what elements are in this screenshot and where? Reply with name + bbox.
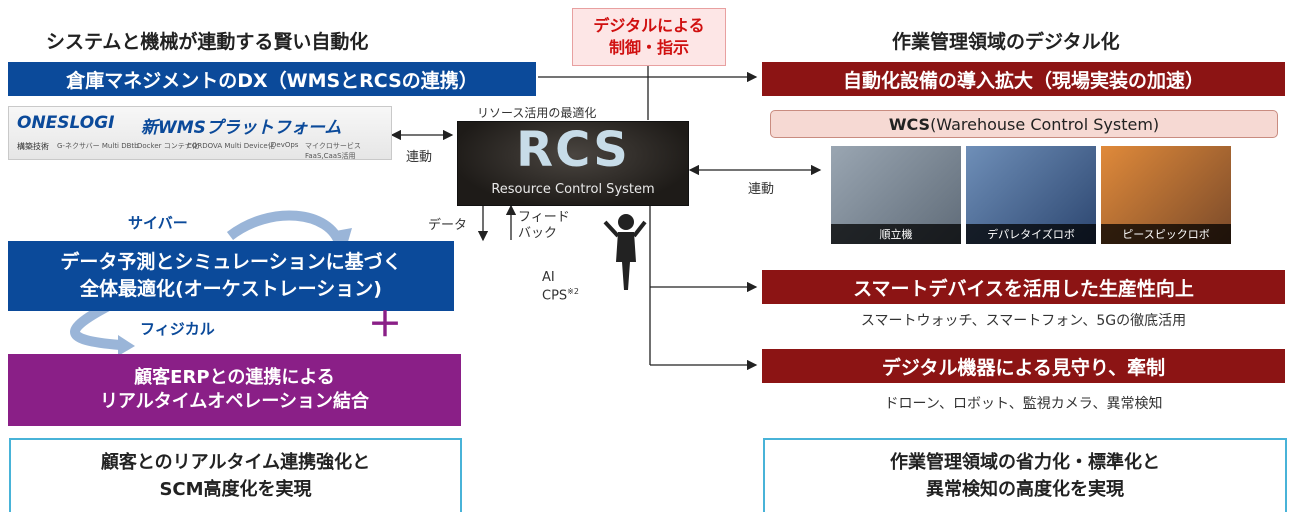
photo-depalletizing-robot: デパレタイズロボ: [966, 146, 1096, 244]
link-label-rcs-wcs: 連動: [748, 182, 775, 197]
digital-line2: 制御・指示: [608, 38, 689, 57]
platform-title: 新WMSプラットフォーム: [141, 118, 342, 138]
erp-line1: 顧客ERPとの連携による: [134, 366, 335, 388]
wcs-full: (Warehouse Control System): [930, 114, 1160, 134]
physical-label: フィジカル: [140, 320, 215, 338]
automation-bar: 自動化設備の導入拡大（現場実装の加速）: [762, 62, 1285, 96]
feedback-line1: フィード: [518, 210, 570, 225]
feedback-line2: バック: [518, 225, 558, 241]
rcs-title: RCS: [516, 122, 630, 178]
left-result-line2: SCM高度化を実現: [159, 479, 312, 500]
erp-line2: リアルタイムオペレーション結合: [99, 391, 370, 412]
monitoring-bar: デジタル機器による見守り、牽制: [762, 349, 1285, 383]
smart-device-sub: スマートウォッチ、スマートフォン、5Gの徹底活用: [860, 313, 1187, 329]
oneslogi-logo: ONESLOGI: [17, 113, 115, 133]
right-heading: 作業管理領域のデジタル化: [892, 31, 1120, 53]
smart-device-bar: スマートデバイスを活用した生産性向上: [762, 270, 1285, 304]
wms-platform-banner: ONESLOGI 新WMSプラットフォーム 構築技術 G-ネクサバー Multi…: [8, 106, 392, 160]
left-result-box: 顧客とのリアルタイム連携強化と SCM高度化を実現: [9, 438, 462, 512]
cps-label: CPS: [542, 288, 568, 304]
cyber-label: サイバー: [128, 214, 188, 232]
rcs-box: RCS Resource Control System: [457, 121, 689, 206]
right-result-line1: 作業管理領域の省力化・標準化と: [890, 452, 1160, 473]
cps-note: ※2: [567, 286, 579, 296]
erp-integration-bar: 顧客ERPとの連携による リアルタイムオペレーション結合: [8, 354, 461, 426]
stack-item: DevOps: [271, 141, 299, 149]
ai-label: AI: [542, 270, 555, 285]
photo-caption: ピースピックロボ: [1101, 224, 1231, 244]
optimization-bar: データ予測とシミュレーションに基づく 全体最適化(オーケストレーション): [8, 241, 454, 311]
wms-dx-bar: 倉庫マネジメントのDX（WMSとRCSの連携）: [8, 62, 536, 96]
photo-caption: デパレタイズロボ: [966, 224, 1096, 244]
digital-control-box: デジタルによる 制御・指示: [572, 8, 726, 66]
optimization-line2: 全体最適化(オーケストレーション): [80, 278, 382, 300]
photo-sequencer: 順立機: [831, 146, 961, 244]
photo-piece-picking-robot: ピースピックロボ: [1101, 146, 1231, 244]
left-result-line1: 顧客とのリアルタイム連携強化と: [100, 452, 371, 473]
link-label-wms-rcs: 連動: [406, 150, 433, 165]
rcs-subtitle: Resource Control System: [491, 182, 655, 197]
left-heading: システムと機械が連動する賢い自動化: [46, 31, 369, 53]
digital-line1: デジタルによる: [593, 16, 705, 36]
right-result-box: 作業管理領域の省力化・標準化と 異常検知の高度化を実現: [763, 438, 1287, 512]
resource-optimization-label: リソース活用の最適化: [477, 106, 597, 120]
stack-label: 構築技術: [17, 142, 49, 151]
plus-icon: ＋: [368, 305, 402, 345]
photo-caption: 順立機: [831, 224, 961, 244]
ai-cps-label: AI CPS※2: [542, 270, 579, 305]
stack-item: CORDOVA Multi Device化: [187, 142, 275, 150]
operator-icon: [603, 214, 647, 290]
optimization-line1: データ予測とシミュレーションに基づく: [60, 251, 402, 274]
wcs-abbr: WCS: [888, 114, 931, 134]
data-label: データ: [428, 218, 468, 233]
stack-item: G-ネクサバー Multi DBtb: [57, 142, 139, 150]
monitoring-sub: ドローン、ロボット、監視カメラ、異常検知: [884, 396, 1163, 412]
wcs-box: WCS (Warehouse Control System): [770, 110, 1278, 138]
right-result-line2: 異常検知の高度化を実現: [926, 479, 1124, 500]
feedback-label: フィード バック: [518, 210, 570, 241]
stack-item: マイクロサービス FaaS,CaaS活用: [305, 142, 361, 160]
stack-item: Docker コンテナ化: [137, 142, 199, 150]
